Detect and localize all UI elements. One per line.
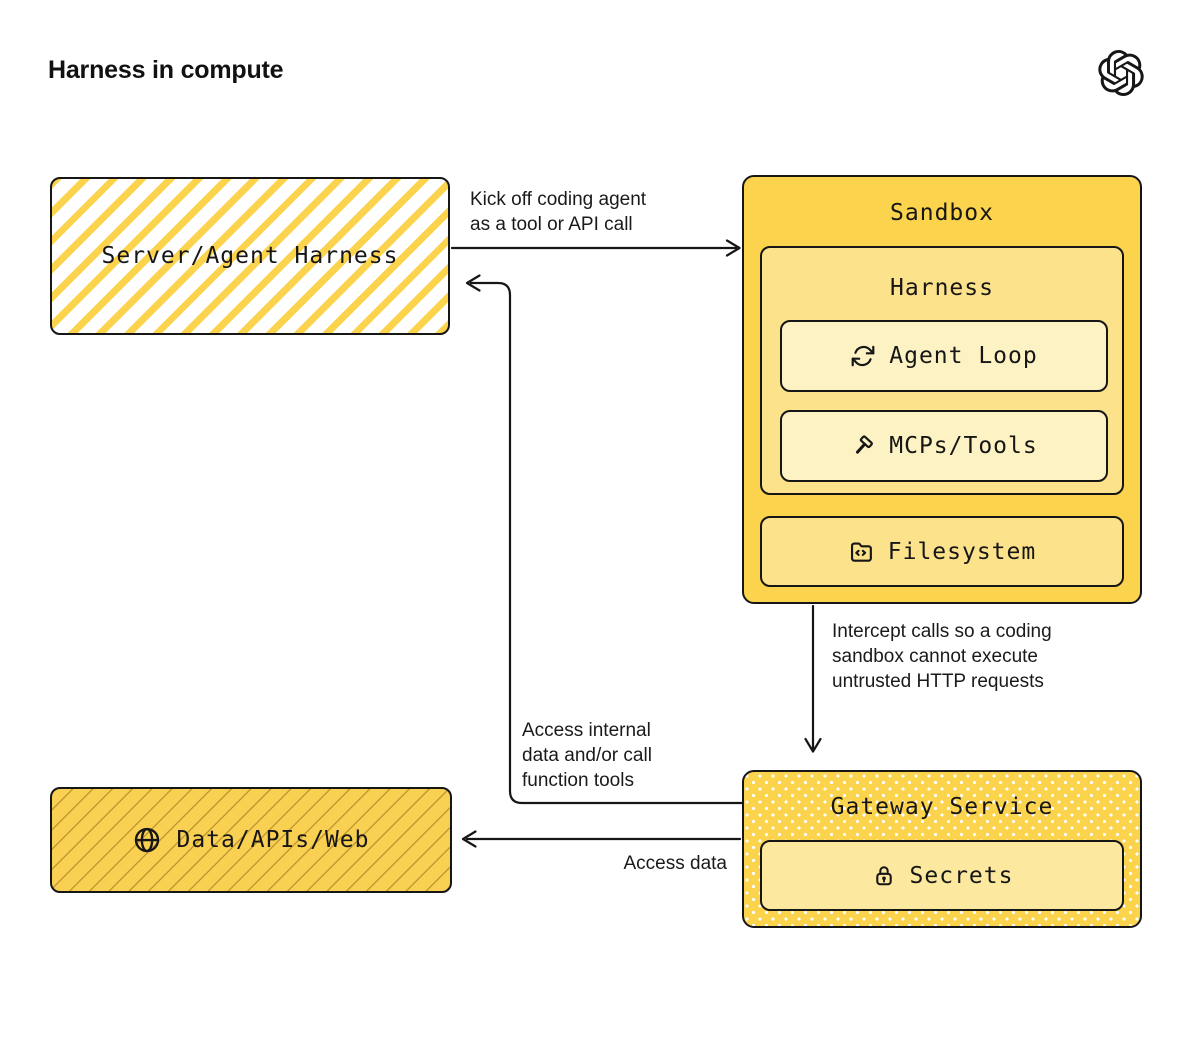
gateway-service-box: Gateway Service Secrets <box>742 770 1142 928</box>
server-agent-harness-label: Server/Agent Harness <box>101 243 399 269</box>
secrets-label: Secrets <box>909 862 1014 889</box>
secrets-box: Secrets <box>760 840 1124 911</box>
mcps-tools-box: MCPs/Tools <box>780 410 1108 482</box>
arrow-intercept <box>804 604 822 753</box>
lock-icon <box>875 865 892 885</box>
sandbox-box: Sandbox Harness Agent Loop MCPs/ <box>742 175 1142 604</box>
refresh-loop-icon <box>851 345 875 367</box>
openai-logo-icon <box>1098 50 1144 96</box>
agent-loop-box: Agent Loop <box>780 320 1108 392</box>
filesystem-label: Filesystem <box>887 538 1037 565</box>
globe-icon <box>135 827 160 853</box>
sandbox-title: Sandbox <box>890 200 994 226</box>
data-apis-web-label: Data/APIs/Web <box>176 827 370 853</box>
server-agent-harness-box: Server/Agent Harness <box>50 177 450 335</box>
harness-title: Harness <box>890 275 994 301</box>
access-internal-label: Access internal data and/or call functio… <box>522 720 652 791</box>
agent-loop-label: Agent Loop <box>889 343 1038 369</box>
page-title: Harness in compute <box>48 56 284 84</box>
gateway-service-title: Gateway Service <box>830 794 1054 820</box>
access-data-label: Access data <box>623 853 728 874</box>
filesystem-box: Filesystem <box>760 516 1124 587</box>
hammer-icon <box>856 435 874 454</box>
arrow-access-data <box>461 830 742 848</box>
harness-box: Harness Agent Loop MCPs/Tools <box>760 246 1124 495</box>
data-apis-web-box: Data/APIs/Web <box>50 787 452 893</box>
arrow-kick-off <box>450 239 741 257</box>
kick-off-label: Kick off coding agent as a tool or API c… <box>470 189 647 235</box>
folder-code-icon <box>850 542 872 562</box>
intercept-label: Intercept calls so a coding sandbox cann… <box>832 621 1052 692</box>
mcps-tools-label: MCPs/Tools <box>889 433 1038 459</box>
